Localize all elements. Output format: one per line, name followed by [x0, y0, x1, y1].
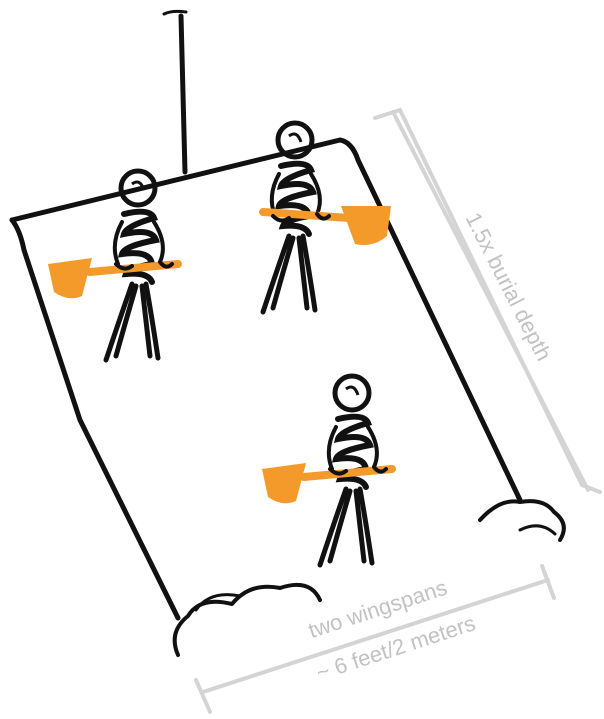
head-scribble [346, 387, 358, 395]
legs [106, 284, 158, 360]
legs [320, 489, 372, 565]
depth-label: 1.5x burial depth [461, 208, 557, 364]
shoveler-icon [263, 123, 391, 312]
head-scribble [289, 134, 301, 142]
shovel-icon [262, 463, 392, 503]
torso [279, 164, 313, 234]
shovel-icon [48, 258, 178, 298]
shoveler-icon [48, 171, 178, 360]
shoveler-icon [262, 376, 392, 565]
width-dimension: two wingspans ~ 6 feet/2 meters [196, 566, 554, 712]
snow-pit-outline [12, 11, 564, 655]
diggers [48, 123, 392, 565]
probe-pole-icon [164, 11, 186, 172]
head [335, 376, 369, 410]
snow-pile-icon [175, 501, 564, 655]
legs [263, 236, 315, 312]
